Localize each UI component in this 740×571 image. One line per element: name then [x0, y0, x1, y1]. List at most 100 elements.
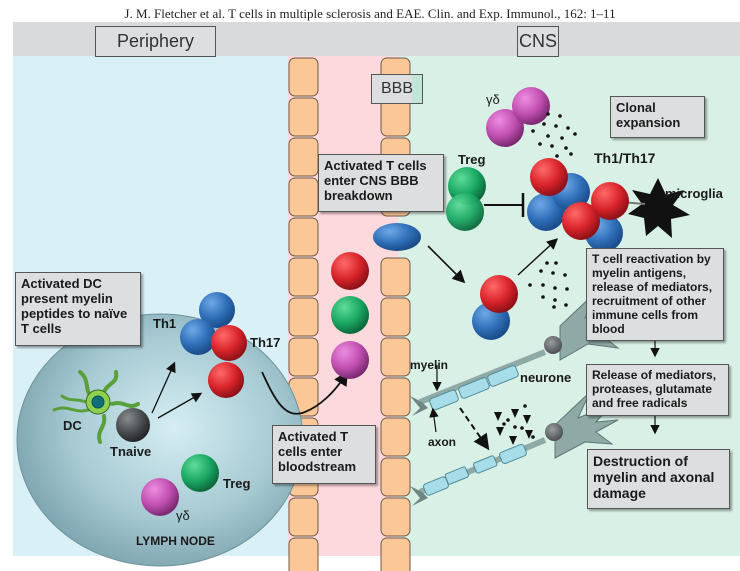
- expansion-th17-cell: [562, 202, 600, 240]
- axon-terminal-upper: [410, 396, 428, 416]
- box-enter-cns: Activated T cells enter CNS BBB breakdow…: [318, 154, 444, 212]
- mediator-triangles: [494, 404, 535, 445]
- cytokine-dot: [563, 273, 567, 277]
- radical-dot: [531, 435, 535, 439]
- expansion-th17-cell: [591, 182, 629, 220]
- cytokine-dot: [545, 261, 549, 265]
- label-th17: Th17: [250, 335, 281, 350]
- radical-dot: [520, 426, 524, 430]
- cytokine-dot: [560, 136, 564, 140]
- cytokine-dot: [546, 112, 550, 116]
- cytokine-dot: [553, 286, 557, 290]
- blood-treg-cell: [331, 296, 369, 334]
- cns-gd-cell: [512, 87, 550, 125]
- endothelial-cell: [288, 57, 319, 97]
- damaged-myelin-lower: [423, 443, 527, 496]
- box-destruction: Destruction of myelin and axonal damage: [587, 449, 730, 509]
- endothelial-cell: [288, 217, 319, 257]
- endothelial-column-left: [288, 57, 319, 571]
- cytokine-dots: [528, 112, 577, 309]
- endothelial-cell: [288, 497, 319, 537]
- cytokine-dot: [564, 303, 568, 307]
- label-axon: axon: [428, 435, 457, 449]
- box-activated-dc: Activated DC present myelin peptides to …: [15, 272, 141, 346]
- label-treg-cns: Treg: [458, 152, 486, 167]
- arrow-tnaive-to-th17: [157, 392, 203, 419]
- protease-triangle: [523, 415, 531, 424]
- dc-nucleus: [91, 395, 105, 409]
- axon-pointer: [429, 407, 439, 433]
- blood-th17-cell: [331, 252, 369, 290]
- cytokine-dot: [554, 261, 558, 265]
- transmigrating-cell: [373, 223, 421, 251]
- lymph-node: [16, 313, 304, 567]
- endothelial-cell: [288, 97, 319, 137]
- th17-cell: [211, 325, 247, 361]
- periphery-header: Periphery: [95, 26, 216, 57]
- cytokine-dot: [554, 124, 558, 128]
- endothelial-cell: [288, 137, 319, 177]
- cytokine-dot: [539, 269, 543, 273]
- protease-triangle: [509, 436, 517, 445]
- endothelial-cell: [380, 497, 411, 537]
- cytokine-dot: [555, 154, 559, 158]
- radical-dot: [506, 418, 510, 422]
- endothelial-cell: [288, 337, 319, 377]
- label-microglia: microglia: [665, 186, 723, 201]
- label-tnaive: Tnaive: [110, 444, 152, 459]
- endothelial-cell: [288, 177, 319, 217]
- cns-treg-cell: [446, 193, 484, 231]
- cns-th17-cell: [480, 275, 518, 313]
- protease-triangle: [494, 412, 502, 421]
- microglia-cell: [628, 178, 690, 238]
- endothelial-cell: [288, 297, 319, 337]
- protease-triangle: [511, 409, 519, 418]
- cytokine-dot: [558, 114, 562, 118]
- treg-cell: [181, 454, 219, 492]
- cytokine-dot: [541, 283, 545, 287]
- arrow-bbb-to-cns: [427, 245, 466, 284]
- expansion-th17-cell: [530, 158, 568, 196]
- box-clonal-expansion: Clonal expansion: [610, 96, 705, 138]
- label-gd-cns: γδ: [486, 92, 500, 107]
- gd-cell: [141, 478, 179, 516]
- arrow-to-clonal-expansion: [517, 238, 559, 276]
- label-th1: Th1: [153, 316, 177, 331]
- axon-terminal-lower: [410, 486, 428, 506]
- radical-dot: [523, 404, 527, 408]
- citation: J. M. Fletcher et al. T cells in multipl…: [124, 6, 616, 21]
- label-neurone: neurone: [520, 370, 572, 385]
- arrow-node-to-blood: [261, 370, 348, 415]
- protease-triangle: [496, 427, 504, 436]
- cns-header: CNS: [517, 26, 559, 57]
- cytokine-dot: [569, 152, 573, 156]
- cytokine-dot: [552, 305, 556, 309]
- myelin-segments-upper: [429, 365, 519, 411]
- cytokine-dot: [565, 287, 569, 291]
- cytokine-dot: [564, 146, 568, 150]
- radical-dot: [502, 422, 506, 426]
- box-bloodstream: Activated T cells enter bloodstream: [272, 425, 376, 484]
- endothelial-column-right: [380, 57, 411, 571]
- dashed-arrow-demyelination: [459, 407, 490, 451]
- label-dc: DC: [63, 418, 82, 433]
- arrow-tnaive-to-th1: [151, 361, 176, 414]
- cytokine-dot: [541, 295, 545, 299]
- box-release: Release of mediators, proteases, glutama…: [586, 364, 729, 416]
- cytokine-dot: [542, 122, 546, 126]
- protease-triangle: [525, 430, 533, 439]
- label-th1-th17: Th1/Th17: [594, 150, 656, 166]
- endothelial-cell: [380, 417, 411, 457]
- cytokine-dot: [551, 271, 555, 275]
- cytokine-dot: [538, 142, 542, 146]
- label-treg-node: Treg: [223, 476, 251, 491]
- endothelial-cell: [380, 257, 411, 297]
- cytokine-dot: [531, 129, 535, 133]
- neurone-nucleus: [545, 423, 563, 441]
- endothelial-cell: [288, 537, 319, 571]
- th1-cell: [199, 292, 235, 328]
- endothelial-cell: [380, 337, 411, 377]
- box-reactivation: T cell reactivation by myelin antigens, …: [586, 248, 724, 341]
- th17-cell: [208, 362, 244, 398]
- endothelial-cell: [288, 257, 319, 297]
